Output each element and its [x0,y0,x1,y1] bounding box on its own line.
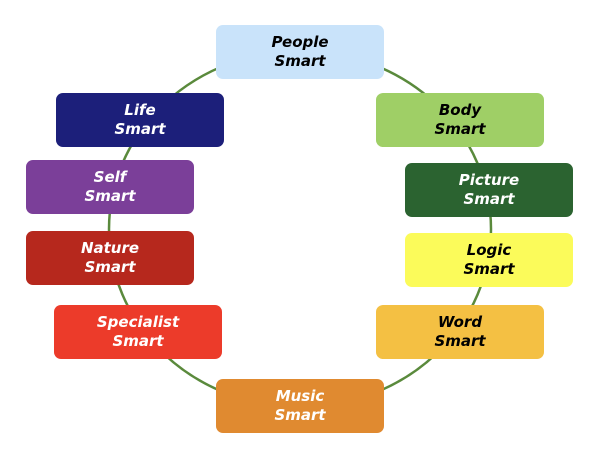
specialist-smart-node: Specialist Smart [54,305,222,359]
picture-smart-node: Picture Smart [405,163,573,217]
node-title: Life [124,101,156,119]
node-title: Word [437,313,483,331]
node-subtitle: Smart [274,52,326,70]
node-subtitle: Smart [114,120,166,138]
body-smart-node: Body Smart [376,93,544,147]
node-subtitle: Smart [434,120,486,138]
nature-smart-node: Nature Smart [26,231,194,285]
node-subtitle: Smart [463,260,515,278]
node-subtitle: Smart [112,332,164,350]
node-subtitle: Smart [84,258,136,276]
node-title: Nature [80,239,140,257]
self-smart-node: Self Smart [26,160,194,214]
logic-smart-node: Logic Smart [405,233,573,287]
node-subtitle: Smart [434,332,486,350]
node-title: Body [438,101,482,119]
node-subtitle: Smart [463,190,515,208]
music-smart-node: Music Smart [216,379,384,433]
node-subtitle: Smart [84,187,136,205]
people-smart-node: People Smart [216,25,384,79]
node-title: Logic [466,241,512,259]
life-smart-node: Life Smart [56,93,224,147]
node-title: Music [275,387,325,405]
node-title: Picture [458,171,520,189]
node-title: People [271,33,329,51]
node-title: Specialist [96,313,180,331]
node-subtitle: Smart [274,406,326,424]
node-title: Self [93,168,127,186]
word-smart-node: Word Smart [376,305,544,359]
